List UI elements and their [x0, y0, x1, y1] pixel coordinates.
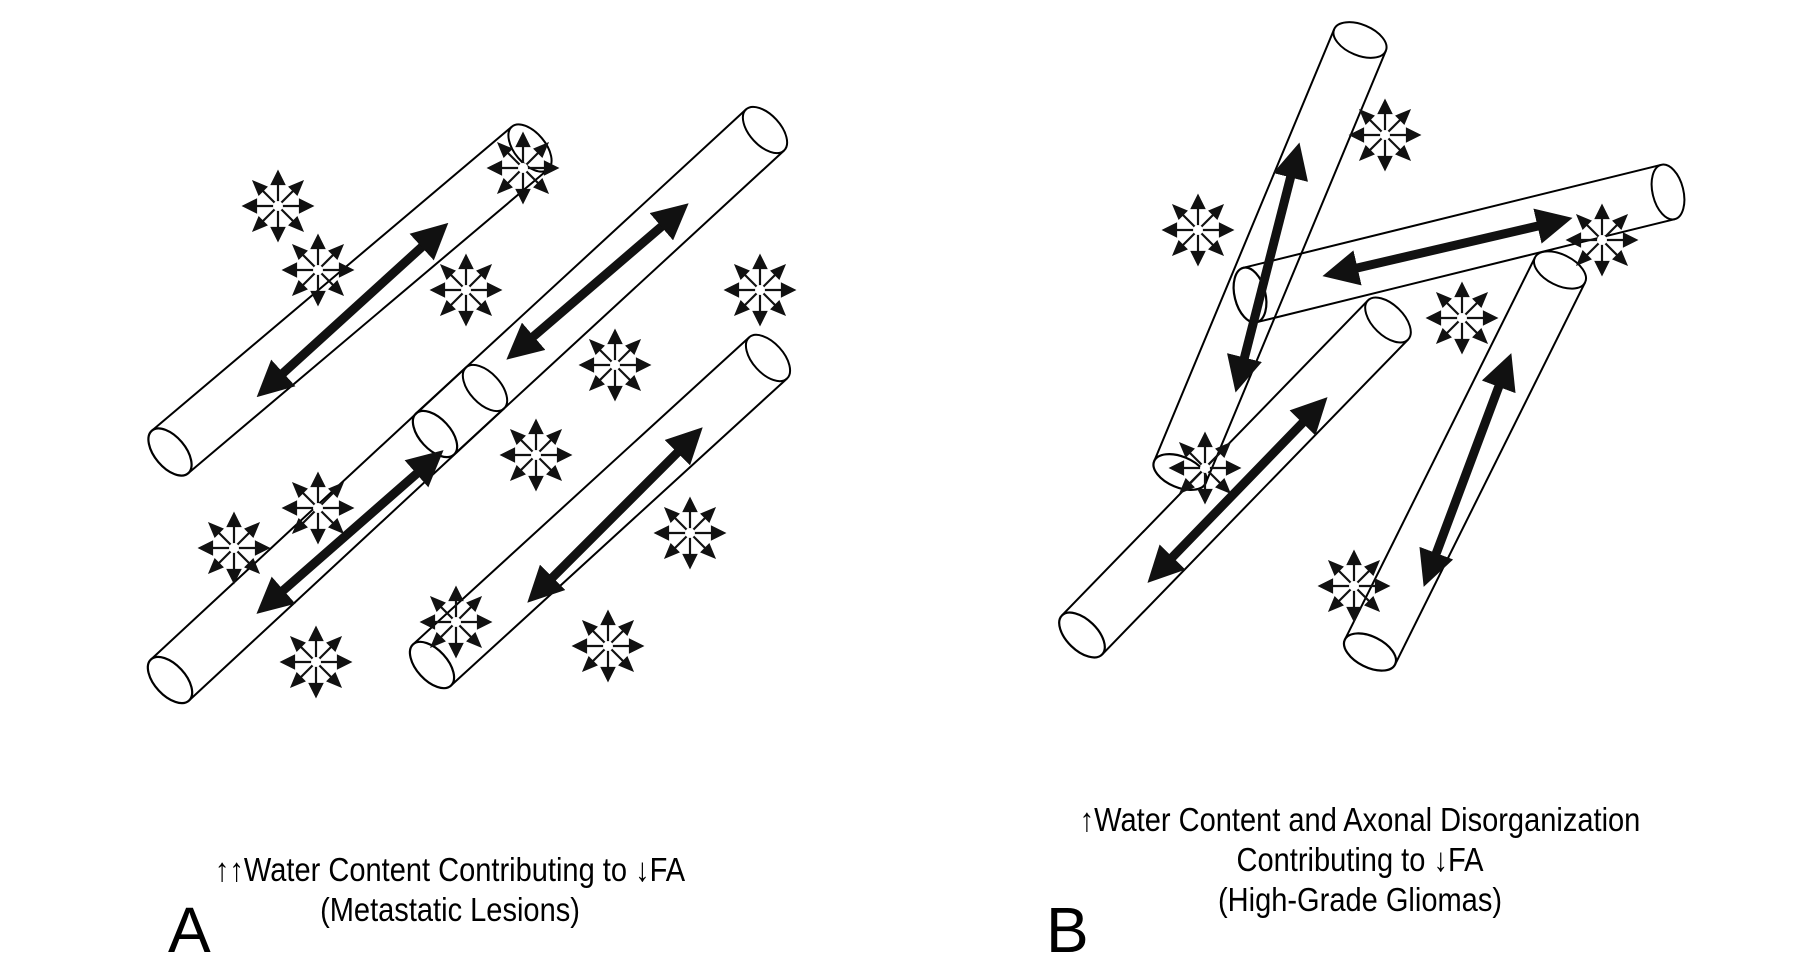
axon-cylinder [146, 363, 509, 705]
diffusion-arrow [1147, 397, 1328, 583]
free-water-icon [242, 170, 314, 242]
free-water-icon [1318, 550, 1390, 622]
free-water-icon [282, 234, 354, 306]
free-water-icon [280, 626, 352, 698]
diffusion-arrow [506, 203, 689, 360]
free-water-icon [579, 329, 651, 401]
panel-b-caption: ↑Water Content and Axonal Disorganizatio… [1078, 800, 1641, 920]
free-water-icon [282, 472, 354, 544]
free-water-icon [487, 132, 559, 204]
diffusion-arrow [256, 450, 444, 614]
panel-a-letter: A [168, 894, 211, 966]
axon-cylinder [1342, 250, 1587, 672]
panel-a-diagram [146, 105, 796, 705]
panel-b-caption-line1: ↑Water Content and Axonal Disorganizatio… [1079, 801, 1641, 838]
free-water-icon [1426, 282, 1498, 354]
panel-a-caption-line2: (Metastatic Lesions) [320, 891, 580, 928]
free-water-icon [420, 586, 492, 658]
free-water-icon [430, 254, 502, 326]
diffusion-arrows-a [256, 203, 703, 614]
free-water-icon [1169, 432, 1241, 504]
panel-a-caption: ↑↑Water Content Contributing to ↓FA (Met… [186, 850, 714, 930]
free-water-icon [1349, 99, 1421, 171]
free-water-icon [572, 610, 644, 682]
free-water-icon [198, 512, 270, 584]
axon-cylinder [1058, 296, 1412, 659]
diffusion-arrow [1419, 353, 1516, 587]
axon-cylinders-a [146, 105, 792, 705]
panel-a-caption-line1: ↑↑Water Content Contributing to ↓FA [214, 851, 686, 888]
diffusion-arrow [527, 427, 703, 603]
panel-b-letter: B [1046, 894, 1089, 966]
free-water-icon [1566, 204, 1638, 276]
free-water-icon [724, 254, 796, 326]
diffusion-arrow [1227, 142, 1308, 393]
panel-b-caption-line2: Contributing to ↓FA [1236, 841, 1484, 878]
panel-b-diagram [1058, 21, 1686, 672]
panel-b-caption-line3: (High-Grade Gliomas) [1217, 881, 1503, 918]
free-water-icon [1162, 194, 1234, 266]
diffusion-arrows-b [1147, 142, 1573, 587]
free-water-icons-b [1162, 99, 1638, 622]
diffusion-arrow [1322, 208, 1573, 286]
free-water-icon [500, 419, 572, 491]
free-water-icon [654, 497, 726, 569]
diffusion-arrow [256, 222, 449, 398]
